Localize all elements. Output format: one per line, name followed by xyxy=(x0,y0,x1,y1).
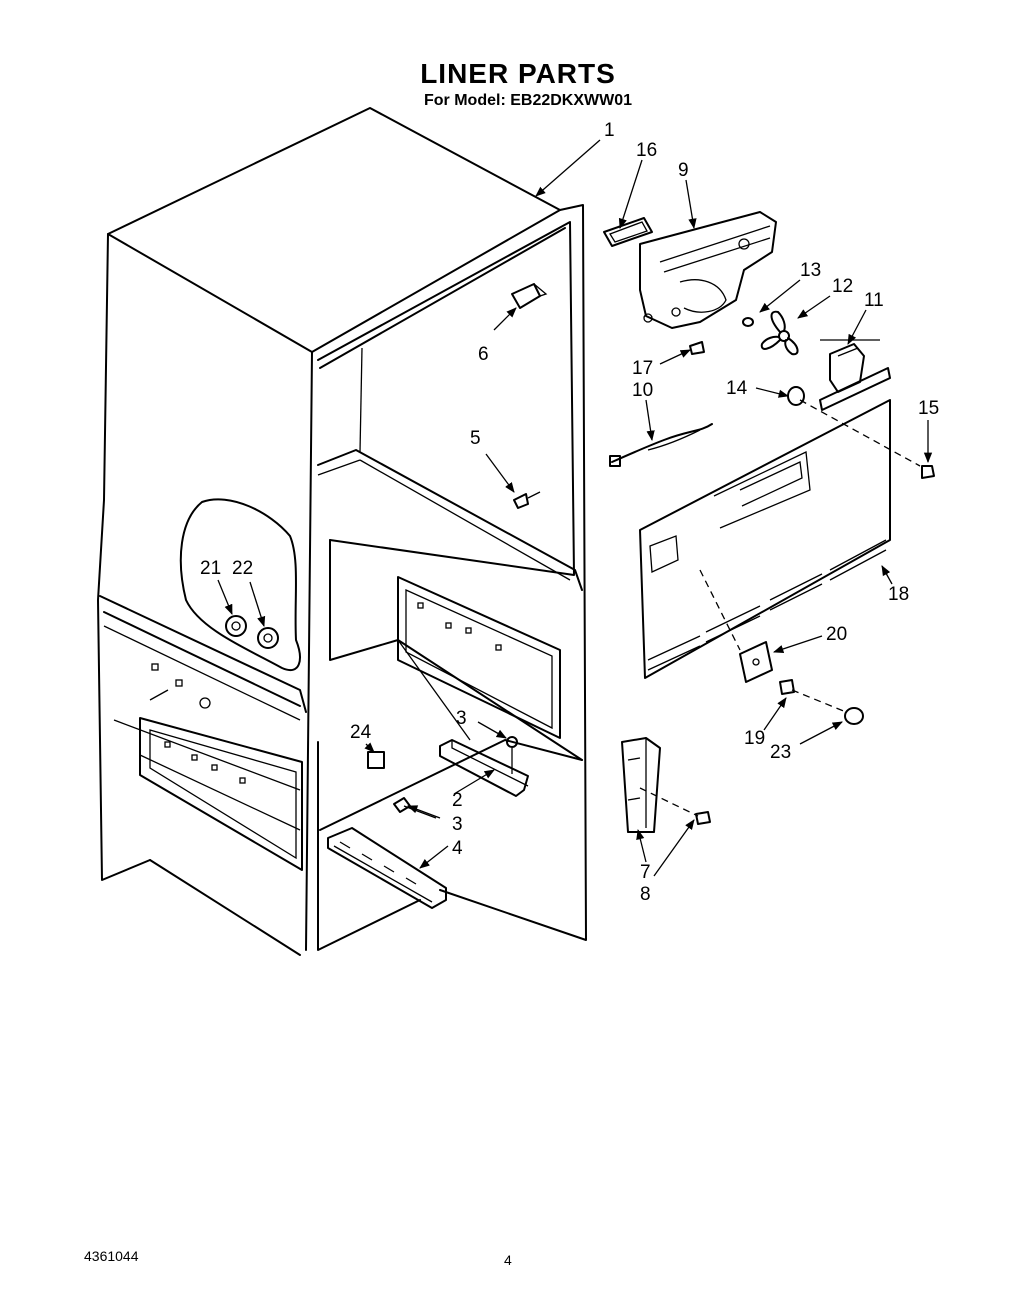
part-12-fan-blade xyxy=(760,310,799,356)
callout-4: 4 xyxy=(452,838,463,859)
part-2-rail xyxy=(439,736,529,797)
callout-13: 13 xyxy=(800,260,821,281)
assembly-line xyxy=(639,787,699,817)
part-20-plate xyxy=(739,641,773,683)
callout-labels: 1 16 9 13 12 11 17 10 14 15 18 20 19 23 … xyxy=(200,120,939,905)
callout-14: 14 xyxy=(726,378,748,399)
part-17-screw xyxy=(689,341,705,355)
callout-17: 17 xyxy=(632,358,653,379)
part-16-gasket xyxy=(603,217,653,247)
part-4-guide xyxy=(327,827,447,909)
callout-2: 2 xyxy=(452,790,463,811)
part-11-motor xyxy=(819,339,891,411)
callout-21: 21 xyxy=(200,558,221,579)
callout-1: 1 xyxy=(604,120,615,141)
callout-15: 15 xyxy=(918,398,939,419)
page-title: LINER PARTS xyxy=(420,58,616,89)
assembly-line xyxy=(799,399,921,467)
document-code: 4361044 xyxy=(84,1248,139,1264)
callout-18: 18 xyxy=(888,584,909,605)
part-21-22-light-sockets xyxy=(225,615,279,649)
callout-16: 16 xyxy=(636,140,657,161)
callout-22: 22 xyxy=(232,558,253,579)
part-15-screw xyxy=(921,465,935,479)
callout-24: 24 xyxy=(350,722,372,743)
callout-7: 7 xyxy=(640,862,651,883)
callout-20: 20 xyxy=(826,624,847,645)
callout-6: 6 xyxy=(478,344,489,365)
callout-11: 11 xyxy=(864,290,884,311)
callout-12: 12 xyxy=(832,276,853,297)
part-24-block xyxy=(367,751,385,769)
assembly-line xyxy=(699,569,741,651)
callout-19: 19 xyxy=(744,728,765,749)
model-subtitle: For Model: EB22DKXWW01 xyxy=(424,92,633,109)
callout-5: 5 xyxy=(470,428,481,449)
part-9-fan-housing xyxy=(639,211,777,329)
part-18-evaporator-cover xyxy=(639,399,891,679)
part-7-bracket xyxy=(621,737,661,833)
callout-23: 23 xyxy=(770,742,791,763)
part-23-cap xyxy=(844,707,864,725)
callout-10: 10 xyxy=(632,380,653,401)
part-6-switch xyxy=(511,283,548,309)
part-5-clip xyxy=(513,491,541,509)
part-8-screw xyxy=(695,811,711,825)
part-14-bushing xyxy=(787,386,805,406)
page-number: 4 xyxy=(504,1252,512,1268)
callout-9: 9 xyxy=(678,160,689,181)
callout-3-lower: 3 xyxy=(452,814,463,835)
callout-8: 8 xyxy=(640,884,651,905)
callout-3-upper: 3 xyxy=(456,708,467,729)
assembly-line xyxy=(791,689,847,713)
part-19-screw xyxy=(779,679,795,695)
leader-lines xyxy=(217,139,933,877)
part-13-grommet xyxy=(742,317,754,327)
part-10-wire-harness xyxy=(609,423,713,467)
cabinet-liner xyxy=(97,107,587,956)
